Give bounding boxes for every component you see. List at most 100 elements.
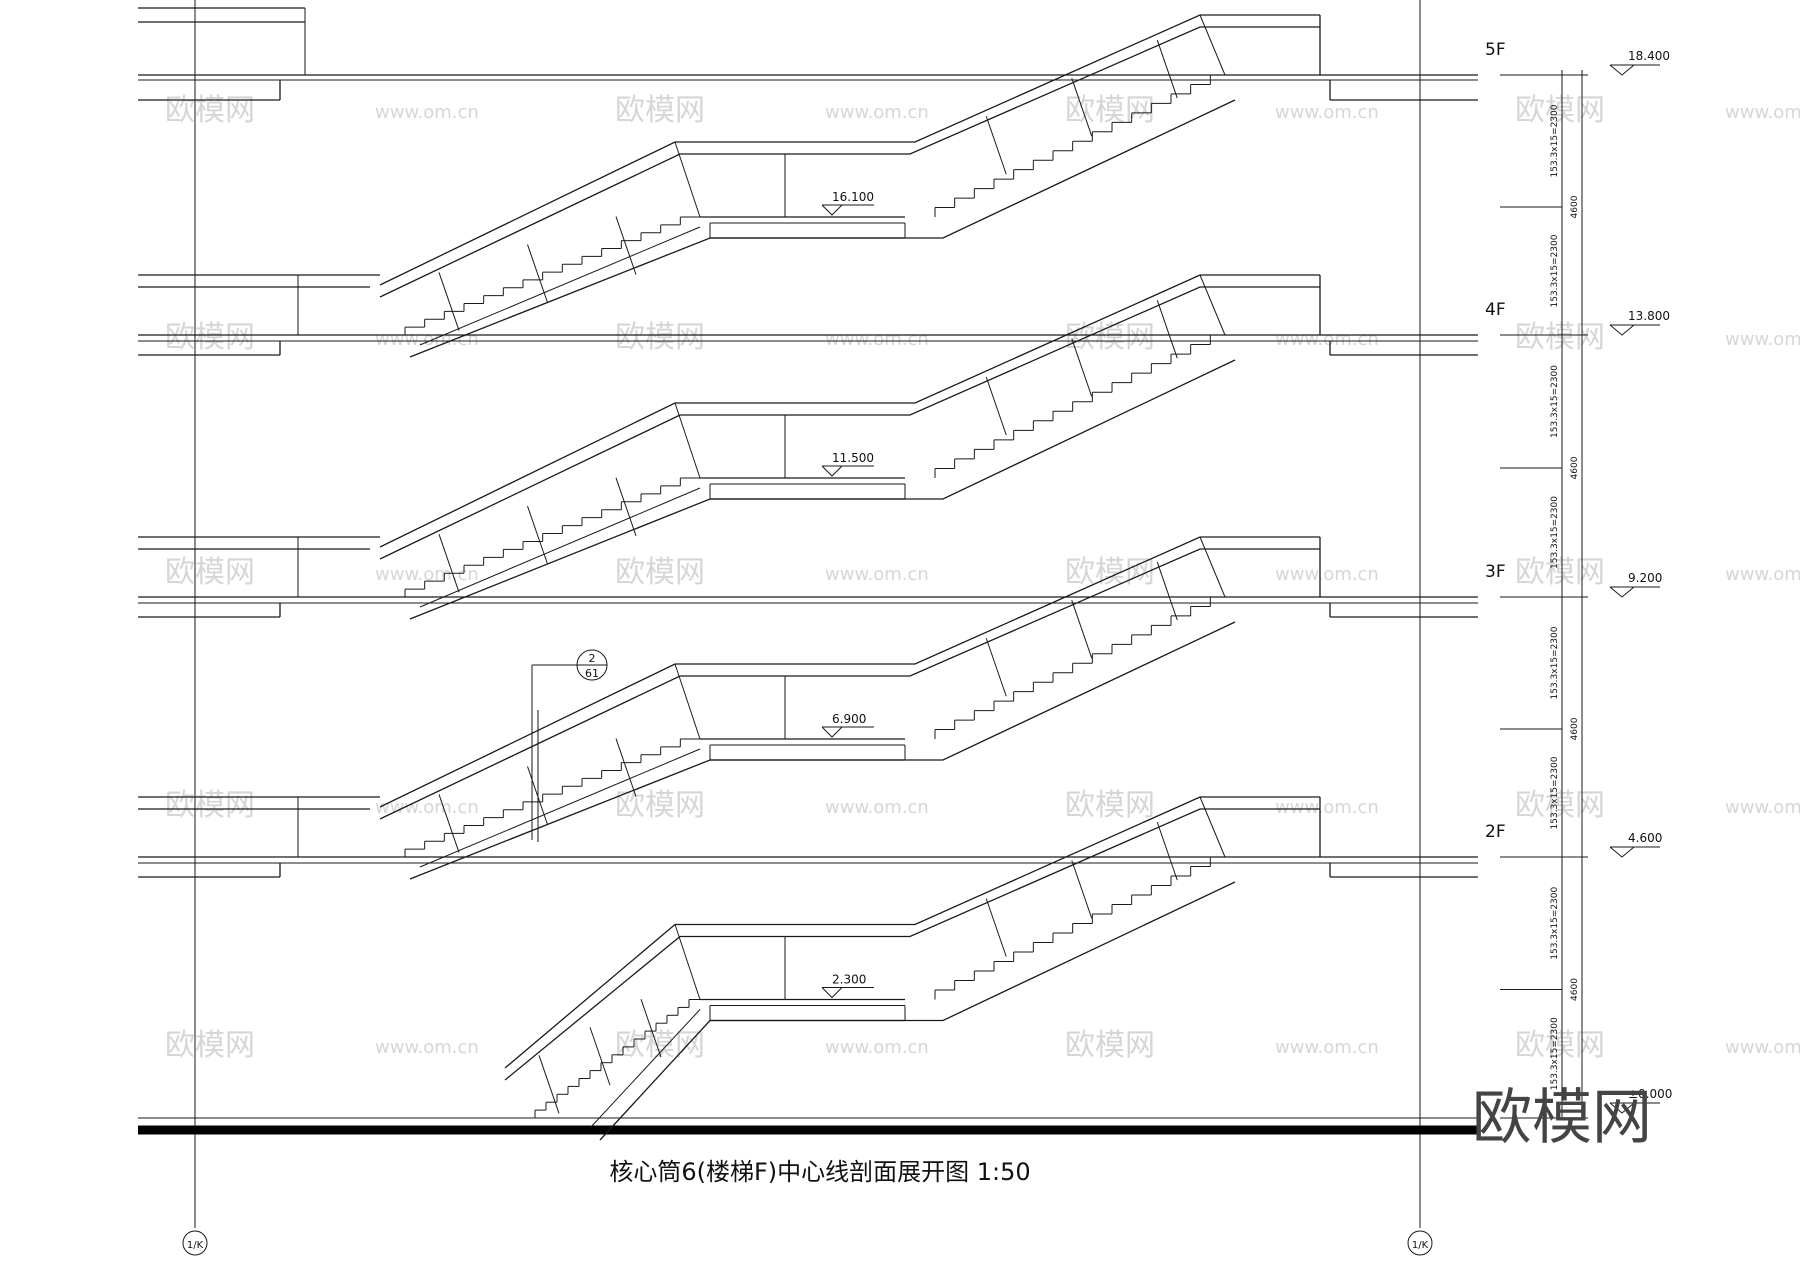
watermark: 欧模网 — [615, 555, 705, 590]
elevation-marker — [1609, 324, 1636, 336]
stair-soffit — [409, 621, 1236, 880]
flight-dimension-label: 153.3x15=2300 — [1550, 756, 1560, 829]
rail-post — [1071, 338, 1093, 397]
floor-label: 5F — [1485, 40, 1506, 60]
watermark: 欧模网 — [165, 555, 255, 590]
rail-post — [674, 402, 701, 479]
rail-post — [438, 272, 460, 331]
watermark: 欧模网 — [165, 1028, 255, 1063]
watermark-layer: 欧模网 www.om.cn 欧模网 www.om.cn 欧模网 www.om.cn 欧模网 w… — [165, 93, 1800, 1063]
handrail — [379, 26, 1320, 298]
watermark-url: www.om.cn — [1725, 102, 1800, 123]
flight-dimension-label: 153.3x15=2300 — [1550, 234, 1560, 307]
stair-soffit — [599, 881, 1236, 1141]
storey-dimension-label: 4600 — [1570, 456, 1580, 479]
watermark: 欧模网 — [1065, 93, 1155, 128]
rail-post — [1071, 77, 1093, 137]
watermark-url: www.om.cn — [1275, 102, 1379, 123]
grid-bubble — [182, 1230, 208, 1256]
watermark-url: www.om.cn — [825, 102, 929, 123]
watermark: 欧模网 — [1065, 555, 1155, 590]
watermark: 欧模网 — [1515, 1028, 1605, 1063]
rail-post — [1156, 300, 1178, 359]
watermark-url: www.om.cn — [375, 329, 479, 350]
watermark-url: www.om.cn — [1275, 1037, 1379, 1058]
watermark: 欧模网 — [615, 788, 705, 823]
watermark-url: www.om.cn — [1725, 1037, 1800, 1058]
watermark: 欧模网 — [615, 1028, 705, 1063]
rail-post — [985, 116, 1007, 175]
grid-bubble-label: 1/K — [1412, 1240, 1429, 1251]
rail-post — [1199, 796, 1226, 858]
flight-dimension-label: 153.3x15=2300 — [1550, 496, 1560, 569]
flight-dimension-label: 153.3x15=2300 — [1550, 886, 1560, 959]
rail-post — [985, 898, 1007, 957]
watermark: 欧模网 — [1515, 555, 1605, 590]
floor-elevation-label: 9.200 — [1628, 571, 1662, 585]
floor-elevation-label: 18.400 — [1628, 49, 1670, 63]
rail-post — [985, 376, 1007, 436]
watermark-url: www.om.cn — [1725, 797, 1800, 818]
flight-dimension-label: 153.3x15=2300 — [1550, 104, 1560, 177]
watermark: 欧模网 — [1515, 93, 1605, 128]
watermark-url: www.om.cn — [1725, 564, 1800, 585]
elevation-marker — [1609, 64, 1636, 76]
watermark-url: www.om.cn — [375, 102, 479, 123]
rail-post — [589, 1027, 611, 1086]
rail-post — [674, 141, 701, 218]
watermark-url: www.om.cn — [825, 564, 929, 585]
watermark-url: www.om.cn — [825, 329, 929, 350]
watermark: 欧模网 — [165, 93, 255, 128]
watermark: 欧模网 — [1065, 1028, 1155, 1063]
landing-elevation-label: 2.300 — [832, 973, 866, 987]
handrail — [504, 796, 1320, 1069]
floor-elevation-label: 13.800 — [1628, 309, 1670, 323]
watermark-url: www.om.cn — [375, 1037, 479, 1058]
stair-soffit — [589, 1009, 701, 1129]
elevation-marker — [1609, 846, 1636, 858]
elevation-marker — [1609, 586, 1636, 598]
rail-post — [674, 924, 701, 1000]
rail-post — [1199, 14, 1226, 76]
elevation-marker — [821, 204, 844, 216]
elevation-marker — [821, 465, 844, 477]
grid-bubble — [1407, 1230, 1433, 1256]
watermark-url: www.om.cn — [1725, 329, 1800, 350]
watermark: 欧模网 — [1065, 788, 1155, 823]
structure-layer — [138, 0, 1660, 1256]
watermark-url: www.om.cn — [375, 797, 479, 818]
watermark: 欧模网 — [615, 320, 705, 355]
rail-post — [985, 638, 1007, 697]
watermark-url: www.om.cn — [825, 797, 929, 818]
rail-post — [615, 477, 637, 536]
watermark-url: www.om.cn — [825, 1037, 929, 1058]
rail-post — [1071, 599, 1093, 659]
rail-post — [674, 663, 701, 740]
rail-post — [527, 505, 548, 565]
storey-dimension-label: 4600 — [1570, 978, 1580, 1001]
rail-post — [438, 794, 460, 853]
floor-label: 3F — [1485, 562, 1506, 582]
rail-post — [1199, 274, 1226, 336]
floor-elevation-label: ±0.000 — [1628, 1087, 1672, 1101]
watermark: 欧模网 — [1515, 788, 1605, 823]
rail-post — [1156, 39, 1178, 99]
flight-dimension-label: 153.3x15=2300 — [1550, 626, 1560, 699]
stair-soffit — [409, 99, 1236, 358]
handrail — [379, 286, 1320, 560]
handrail — [504, 808, 1320, 1081]
landing-elevation-label: 6.900 — [832, 712, 866, 726]
handrail — [379, 548, 1320, 820]
elevation-marker — [821, 726, 844, 738]
rail-post — [1156, 821, 1178, 881]
rail-post — [1071, 860, 1093, 919]
rail-post — [527, 244, 548, 303]
rail-post — [1199, 536, 1226, 598]
stair-soffit — [419, 748, 701, 868]
watermark: 欧模网 — [165, 320, 255, 355]
handrail — [379, 274, 1320, 548]
handrail — [379, 536, 1320, 808]
rail-post — [615, 216, 637, 275]
